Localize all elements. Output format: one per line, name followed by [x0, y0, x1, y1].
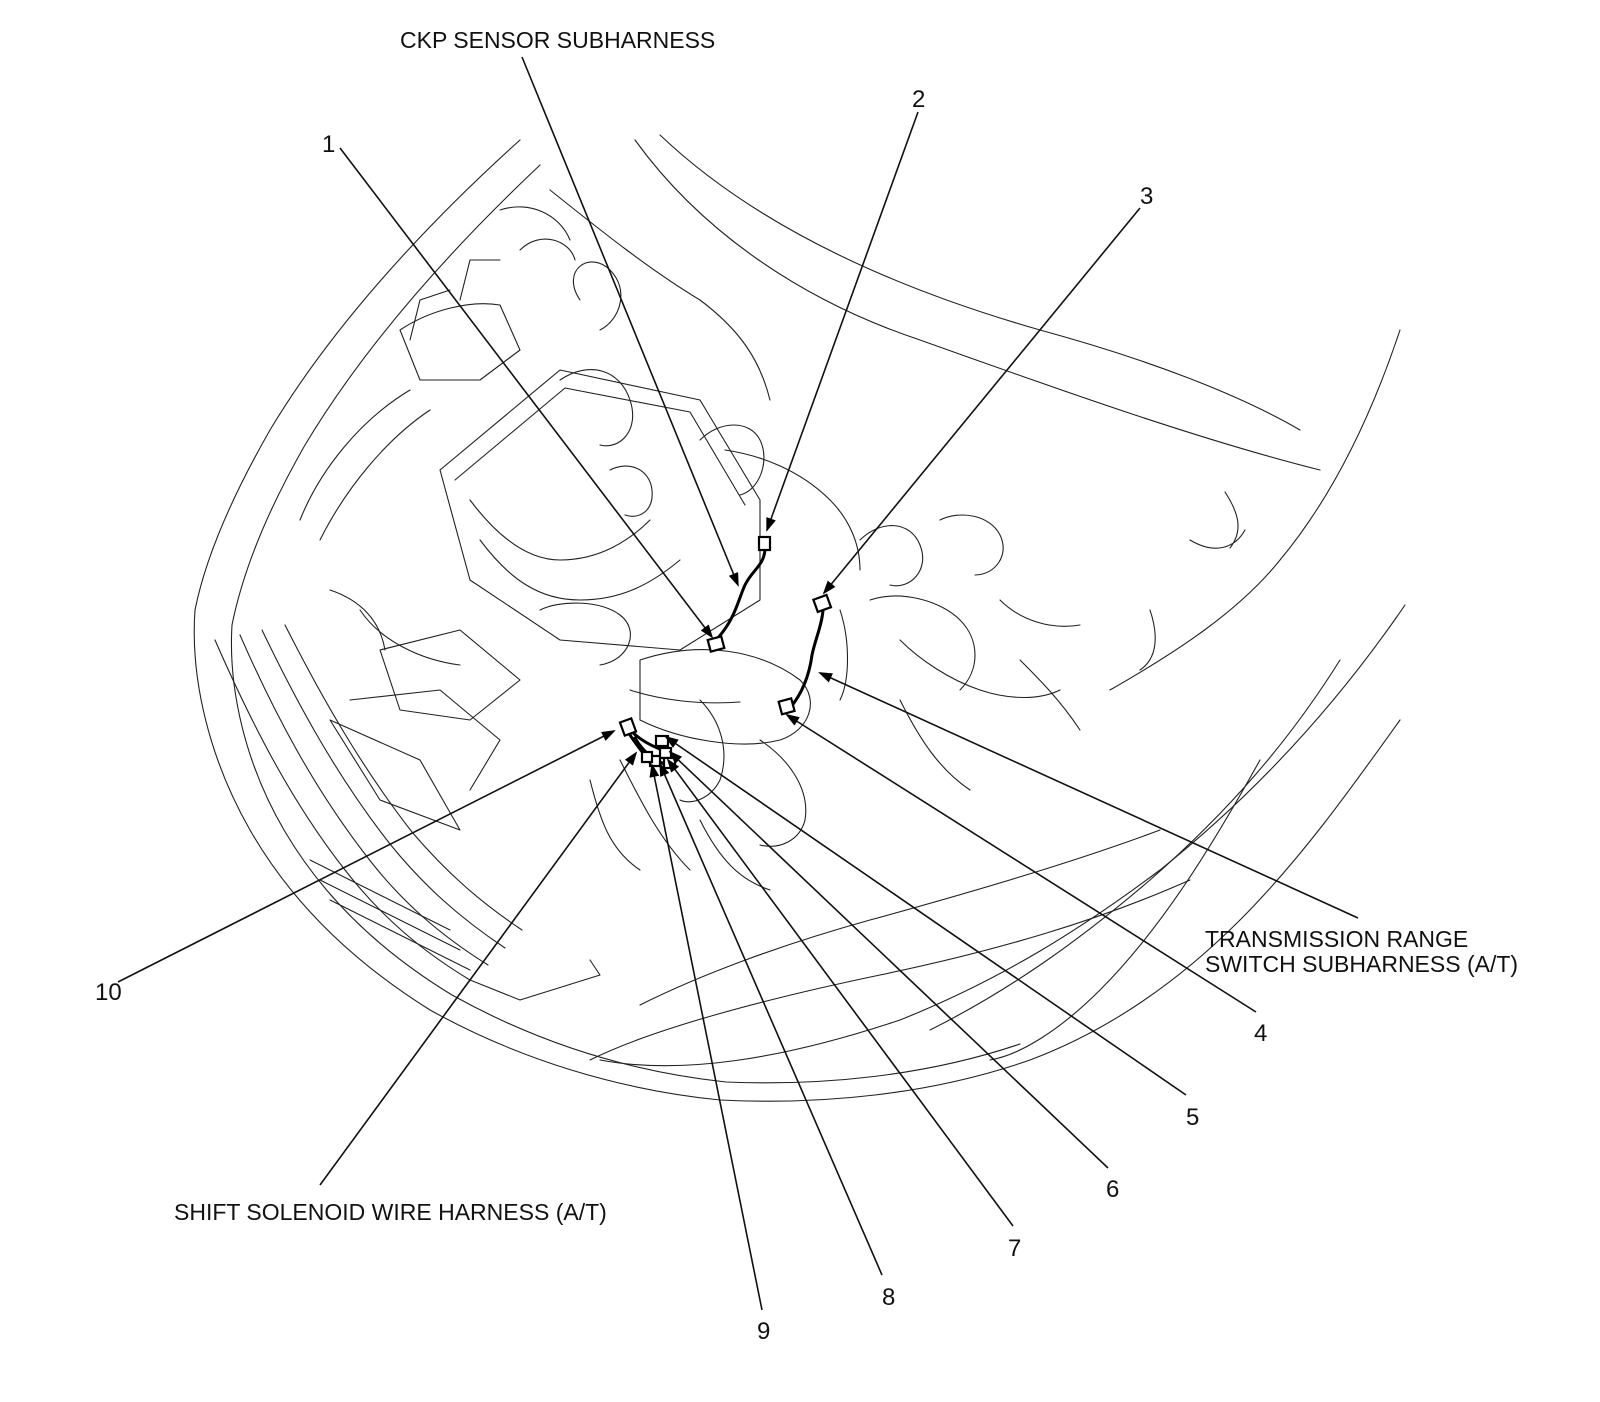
connector-10: [618, 716, 638, 738]
leader-10: [117, 730, 616, 983]
leader-6: [668, 750, 1109, 1169]
transmission-range-switch-subharness-label-line2: SWITCH SUBHARNESS (A/T): [1205, 951, 1519, 977]
leader-1: [339, 147, 714, 639]
leader-4: [785, 713, 1257, 1013]
leader-trs: [818, 672, 1359, 919]
callout-1: 1: [322, 131, 336, 158]
engine-assembly-outline: [299, 189, 1081, 891]
leader-2: [766, 111, 919, 532]
ckp-subharness-wire: [714, 546, 767, 642]
callout-8: 8: [882, 1284, 896, 1311]
callout-10: 10: [95, 979, 122, 1006]
connectors: [618, 535, 833, 770]
vehicle-body-outline: [193, 134, 1406, 1102]
shift-solenoid-wire-harness-label: SHIFT SOLENOID WIRE HARNESS (A/T): [174, 1199, 607, 1225]
leader-shift: [319, 751, 638, 1186]
connector-1: [706, 635, 726, 653]
transmission-range-switch-subharness-label-line1: TRANSMISSION RANGE: [1205, 926, 1469, 952]
leader-9: [649, 763, 763, 1311]
connector-4: [777, 697, 796, 716]
callout-4: 4: [1254, 1020, 1268, 1047]
leader-3: [822, 207, 1141, 595]
leader-lines: [117, 56, 1359, 1311]
leader-5: [664, 735, 1187, 1096]
leader-8: [659, 762, 883, 1276]
connector-9: [640, 750, 654, 764]
connector-2: [757, 535, 772, 552]
leader-ckp: [521, 56, 739, 587]
leader-7: [666, 758, 1014, 1227]
callout-3: 3: [1140, 183, 1154, 210]
front-grille-outline: [214, 624, 601, 1001]
callout-5: 5: [1186, 1104, 1200, 1131]
connector-6: [658, 746, 673, 760]
callout-6: 6: [1106, 1176, 1120, 1203]
wire-harnesses: [628, 546, 825, 767]
callout-2: 2: [912, 86, 926, 113]
callout-7: 7: [1008, 1235, 1022, 1262]
ckp-sensor-subharness-label: CKP SENSOR SUBHARNESS: [400, 27, 716, 53]
connector-3: [811, 593, 833, 614]
trs-subharness-wire: [788, 608, 825, 710]
callout-9: 9: [757, 1318, 771, 1345]
